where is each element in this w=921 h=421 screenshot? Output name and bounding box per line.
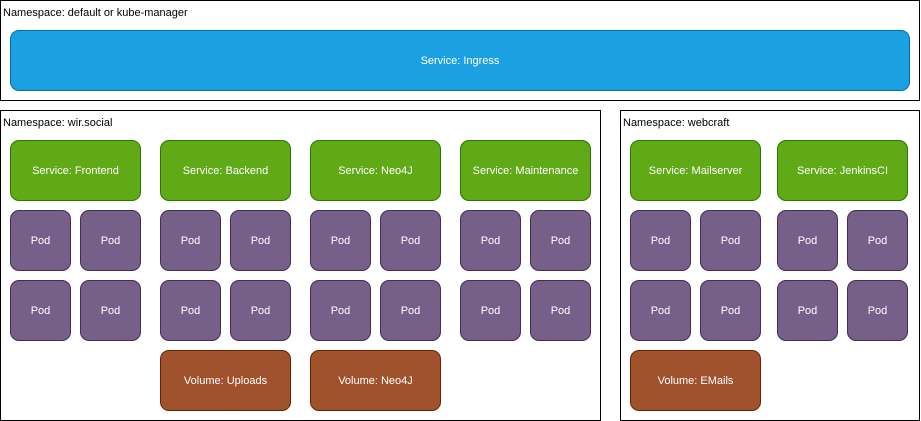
- service-backend[interactable]: Service: Backend: [160, 140, 291, 201]
- volume-emails[interactable]: Volume: EMails: [630, 350, 761, 411]
- pod[interactable]: Pod: [777, 210, 838, 271]
- pod[interactable]: Pod: [700, 280, 761, 341]
- namespace-label: Namespace: wir.social: [3, 117, 113, 129]
- service-neo4j[interactable]: Service: Neo4J: [310, 140, 441, 201]
- pod[interactable]: Pod: [310, 210, 371, 271]
- pod[interactable]: Pod: [160, 210, 221, 271]
- pod[interactable]: Pod: [530, 280, 591, 341]
- pod[interactable]: Pod: [460, 280, 521, 341]
- namespace-label: Namespace: default or kube-manager: [3, 7, 188, 19]
- pod[interactable]: Pod: [847, 280, 908, 341]
- pod[interactable]: Pod: [530, 210, 591, 271]
- pod[interactable]: Pod: [380, 280, 441, 341]
- service-frontend[interactable]: Service: Frontend: [10, 140, 141, 201]
- volume-neo4j[interactable]: Volume: Neo4J: [310, 350, 441, 411]
- service-maintenance[interactable]: Service: Maintenance: [460, 140, 591, 201]
- pod[interactable]: Pod: [380, 210, 441, 271]
- pod[interactable]: Pod: [80, 280, 141, 341]
- pod[interactable]: Pod: [10, 280, 71, 341]
- pod[interactable]: Pod: [630, 210, 691, 271]
- pod[interactable]: Pod: [230, 280, 291, 341]
- pod[interactable]: Pod: [847, 210, 908, 271]
- pod[interactable]: Pod: [460, 210, 521, 271]
- service-ingress[interactable]: Service: Ingress: [10, 30, 910, 91]
- pod[interactable]: Pod: [777, 280, 838, 341]
- pod[interactable]: Pod: [700, 210, 761, 271]
- pod[interactable]: Pod: [230, 210, 291, 271]
- pod[interactable]: Pod: [630, 280, 691, 341]
- pod[interactable]: Pod: [160, 280, 221, 341]
- namespace-label: Namespace: webcraft: [623, 117, 730, 129]
- volume-uploads[interactable]: Volume: Uploads: [160, 350, 291, 411]
- pod[interactable]: Pod: [80, 210, 141, 271]
- pod[interactable]: Pod: [10, 210, 71, 271]
- pod[interactable]: Pod: [310, 280, 371, 341]
- service-jenkinsci[interactable]: Service: JenkinsCI: [777, 140, 908, 201]
- service-mailserver[interactable]: Service: Mailserver: [630, 140, 761, 201]
